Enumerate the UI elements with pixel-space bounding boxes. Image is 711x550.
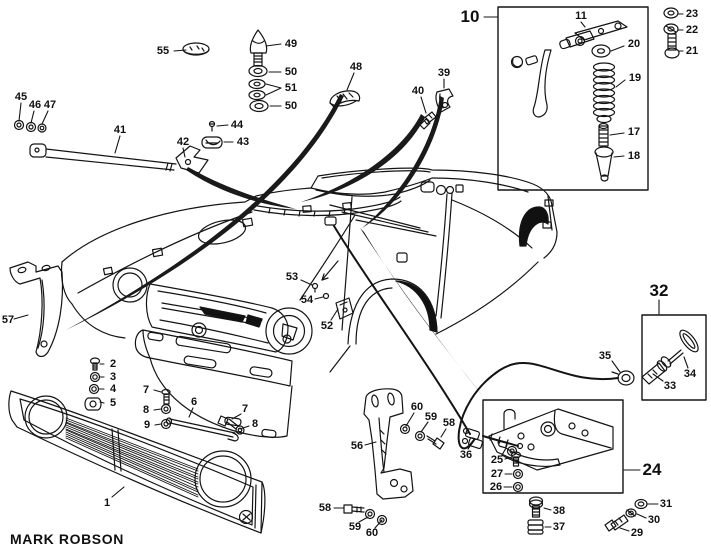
assembly-box-24 <box>483 400 623 493</box>
part-nuts-washers-50-51 <box>249 66 268 112</box>
part-clip-48 <box>330 91 360 107</box>
part-grille-1 <box>9 391 265 533</box>
part-bracket-39 <box>436 89 453 112</box>
artist-credit: MARK ROBSON <box>10 531 124 547</box>
part-grommet-55 <box>183 43 209 55</box>
part-stay-rod-41 <box>30 144 176 171</box>
parts-31-30-29 <box>605 500 647 532</box>
sweep-pointer-lines <box>66 94 484 398</box>
part-washers-45-46-47 <box>15 121 47 133</box>
car-bodyshell <box>61 168 557 372</box>
part-screw-44 <box>210 122 215 132</box>
release-cable <box>334 226 618 448</box>
part-screw-53-bead-54-badge-52 <box>313 261 354 319</box>
parts-2-3-4-5 <box>85 358 101 410</box>
parts-23-22-21 <box>664 8 679 58</box>
leader-lines <box>14 14 688 531</box>
part-bolt-40 <box>420 112 436 129</box>
part-grommet-35 <box>612 371 634 385</box>
front-panel <box>113 215 355 438</box>
part-bracket-57 <box>10 262 62 357</box>
assembly-box-10 <box>498 7 648 190</box>
parts-38-37 <box>528 497 543 534</box>
fasteners-58-59-60-upper <box>401 425 445 450</box>
fasteners-58-59-60-lower <box>344 505 387 525</box>
part-clip-43 <box>202 137 222 148</box>
part-bracket-42 <box>176 146 208 173</box>
part-cable-end-36 <box>463 428 483 449</box>
assembly-box-32 <box>642 315 706 400</box>
part-bracket-56 <box>364 389 413 499</box>
part-cone-49 <box>250 30 266 66</box>
